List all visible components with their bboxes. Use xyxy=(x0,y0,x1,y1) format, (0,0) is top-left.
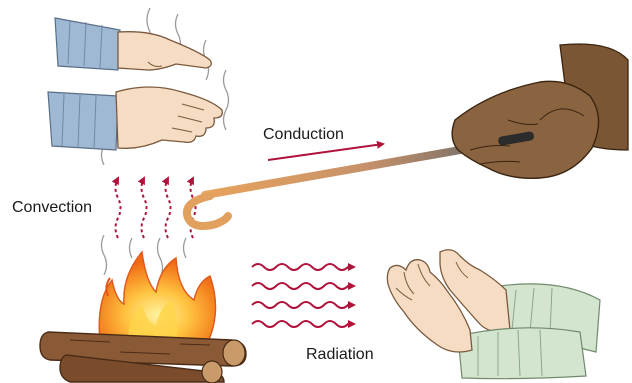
campfire-icon xyxy=(40,252,246,383)
convection-arrows xyxy=(116,178,196,238)
gloved-hand-icon xyxy=(452,44,628,178)
hands-over-fire-icon xyxy=(48,8,229,278)
radiation-arrows xyxy=(252,264,354,327)
conduction-arrow xyxy=(268,144,383,160)
convection-label: Convection xyxy=(12,200,92,216)
poker-rod-icon xyxy=(187,143,500,226)
radiation-label: Radiation xyxy=(306,347,374,363)
conduction-label: Conduction xyxy=(263,127,344,143)
warming-hands-icon xyxy=(387,250,600,379)
